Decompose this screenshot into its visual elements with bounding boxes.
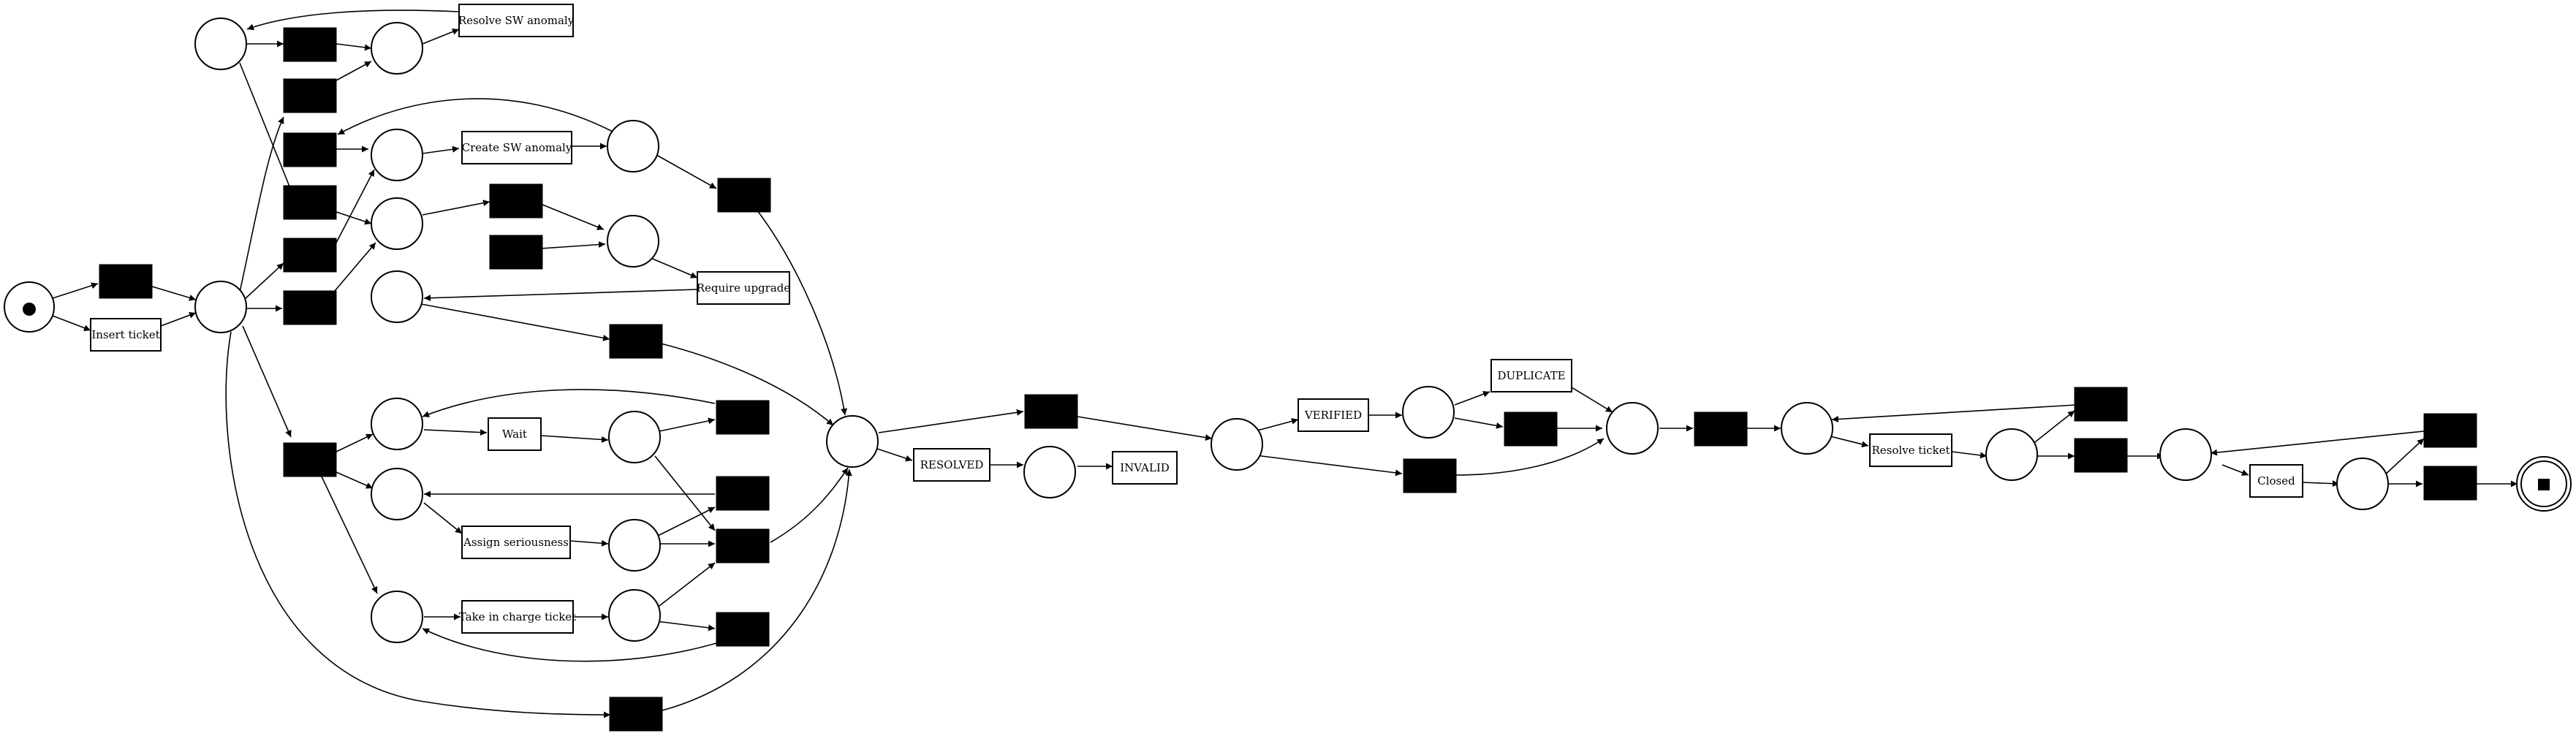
task-verified: VERIFIED	[1298, 398, 1369, 432]
silent-transition	[716, 528, 770, 564]
task-invalid: INVALID	[1112, 451, 1178, 485]
place	[1606, 402, 1659, 455]
place	[1781, 402, 1833, 455]
task-take-in-charge-ticket: Take in charge ticket	[459, 600, 576, 634]
silent-transition	[717, 178, 771, 213]
silent-transition	[2074, 387, 2128, 422]
place	[608, 519, 661, 572]
place	[194, 18, 247, 70]
silent-transition	[716, 476, 770, 511]
task-resolve-sw-anomaly: Resolve SW anomaly	[458, 4, 575, 37]
place	[2336, 458, 2389, 510]
end-marker	[2538, 479, 2550, 490]
place	[194, 281, 247, 333]
task-label: Take in charge ticket	[459, 610, 576, 623]
silent-transition	[283, 132, 337, 167]
silent-transition	[609, 324, 663, 359]
task-label: Resolve SW anomaly	[458, 14, 575, 27]
silent-transition	[283, 238, 337, 273]
place	[1402, 386, 1455, 439]
place	[371, 22, 423, 75]
place	[2159, 428, 2212, 481]
silent-transition	[1024, 394, 1078, 429]
silent-transition	[716, 612, 770, 647]
labeled-transitions: Insert ticket Resolve SW anomaly Create …	[90, 4, 2303, 634]
token	[23, 303, 36, 316]
silent-transition	[489, 235, 543, 270]
task-label: Wait	[502, 428, 527, 441]
task-label: Require upgrade	[697, 281, 791, 295]
place	[1985, 428, 2038, 481]
task-label: VERIFIED	[1304, 409, 1362, 422]
place	[608, 589, 661, 642]
silent-transition	[283, 442, 337, 477]
silent-transition	[283, 78, 337, 113]
place	[826, 415, 879, 468]
task-label: Resolve ticket	[1871, 444, 1950, 457]
task-label: Create SW anomaly	[462, 141, 572, 154]
silent-transition	[716, 400, 770, 435]
place	[371, 270, 423, 323]
task-create-sw-anomaly: Create SW anomaly	[461, 131, 572, 164]
place	[371, 468, 423, 520]
arcs	[52, 10, 2518, 718]
silent-transition	[489, 183, 543, 219]
place	[371, 197, 423, 250]
silent-transition	[2423, 466, 2477, 501]
task-label: Closed	[2257, 474, 2295, 487]
silent-transition	[609, 697, 663, 732]
task-assign-seriousness: Assign seriousness	[461, 526, 571, 559]
task-label: DUPLICATE	[1497, 369, 1565, 382]
silent-transition	[283, 27, 337, 62]
place	[371, 591, 423, 643]
silent-transition	[2074, 438, 2128, 473]
place	[371, 129, 423, 181]
task-closed: Closed	[2249, 464, 2303, 498]
task-label: Insert ticket	[91, 328, 159, 341]
silent-transition	[2423, 413, 2477, 448]
task-duplicate: DUPLICATE	[1490, 359, 1572, 392]
silent-transition	[1694, 411, 1748, 447]
place	[607, 120, 659, 172]
task-resolved: RESOLVED	[913, 448, 990, 482]
task-label: RESOLVED	[920, 458, 984, 471]
task-label: INVALID	[1120, 461, 1170, 474]
task-resolve-ticket: Resolve ticket	[1869, 433, 1952, 467]
task-label: Assign seriousness	[463, 536, 569, 549]
places	[4, 18, 2572, 643]
task-insert-ticket: Insert ticket	[90, 318, 162, 352]
source-place	[4, 281, 55, 333]
task-wait: Wait	[488, 417, 542, 451]
place	[1211, 418, 1263, 471]
silent-transition	[99, 264, 153, 299]
place	[371, 398, 423, 450]
task-require-upgrade: Require upgrade	[697, 271, 791, 305]
place	[607, 215, 659, 268]
silent-transition	[283, 185, 337, 220]
silent-transition	[283, 290, 337, 325]
silent-transition	[1504, 411, 1558, 447]
silent-transitions	[99, 27, 2477, 732]
sink-place	[2516, 456, 2572, 512]
place	[608, 411, 661, 463]
place	[1023, 446, 1076, 498]
silent-transition	[1403, 458, 1457, 493]
